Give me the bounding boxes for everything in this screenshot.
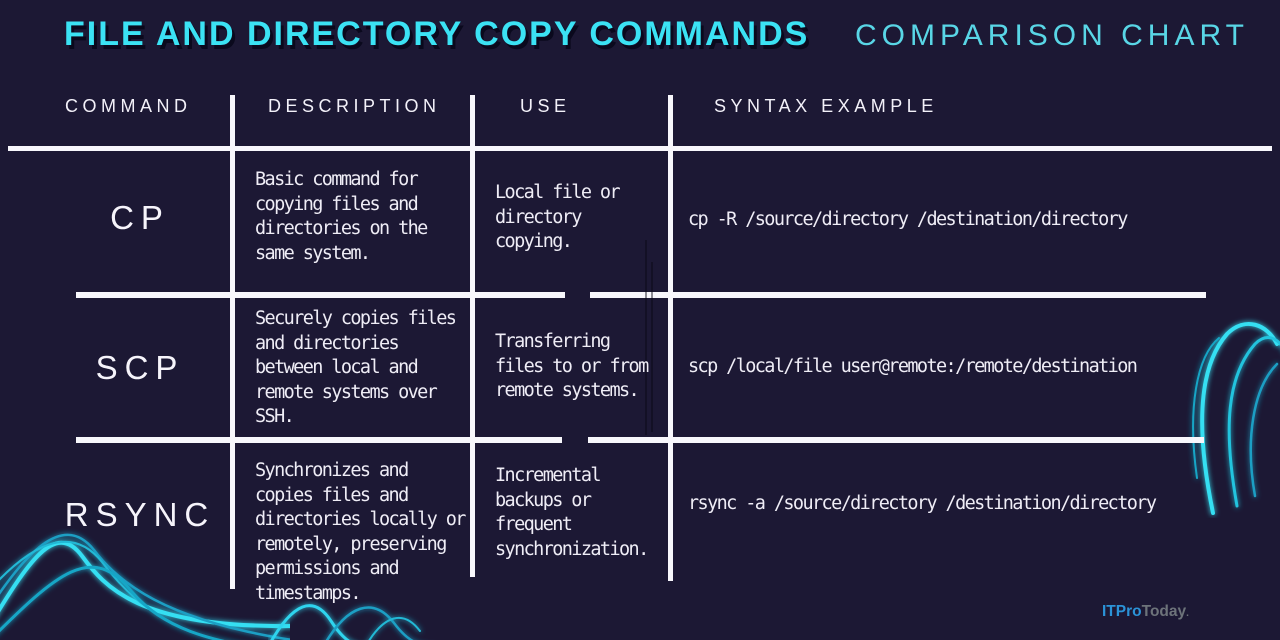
logo-trademark-dot: .	[1186, 608, 1189, 619]
column-divider-3	[668, 95, 673, 581]
row-separator-2-right	[588, 437, 1204, 443]
column-divider-1	[230, 95, 235, 589]
shadow-artifact-line	[645, 240, 647, 435]
column-header-description: DESCRIPTION	[268, 96, 441, 116]
column-header-command: COMMAND	[65, 96, 192, 116]
column-header-use: USE	[520, 96, 571, 116]
description-cell-scp: Securely copies files and directories be…	[255, 308, 457, 427]
row-separator-2-left	[76, 437, 562, 443]
use-cell-cp: Local file or directory copying.	[495, 182, 621, 252]
command-name-scp: SCP	[95, 349, 185, 386]
syntax-example-rsync: rsync -a /source/directory /destination/…	[688, 493, 1157, 514]
logo-text-today: Today	[1141, 603, 1187, 620]
command-name-rsync: RSYNC	[64, 496, 216, 533]
header-rule-line	[8, 146, 1272, 151]
itprotoday-logo: ITProToday.	[1102, 603, 1189, 621]
use-cell-rsync: Incremental backups or frequent synchron…	[495, 465, 649, 560]
logo-text-itpro: ITPro	[1102, 603, 1142, 620]
light-wave-decoration-right	[1192, 322, 1280, 515]
row-separator-1-right	[590, 292, 1206, 298]
page-subtitle: COMPARISON CHART	[855, 19, 1249, 52]
description-cell-cp: Basic command for copying files and dire…	[255, 169, 428, 264]
column-divider-2	[470, 95, 475, 577]
description-cell-rsync: Synchronizes and copies files and direct…	[255, 460, 466, 604]
shadow-artifact-line	[651, 262, 653, 432]
syntax-example-cp: cp -R /source/directory /destination/dir…	[688, 209, 1128, 230]
use-cell-scp: Transferring files to or from remote sys…	[495, 331, 649, 401]
page-title: FILE AND DIRECTORY COPY COMMANDS	[64, 15, 810, 53]
row-separator-1-left	[76, 292, 565, 298]
syntax-example-scp: scp /local/file user@remote:/remote/dest…	[688, 356, 1138, 377]
command-name-cp: CP	[110, 199, 170, 236]
column-header-syntax-example: SYNTAX EXAMPLE	[714, 96, 938, 116]
